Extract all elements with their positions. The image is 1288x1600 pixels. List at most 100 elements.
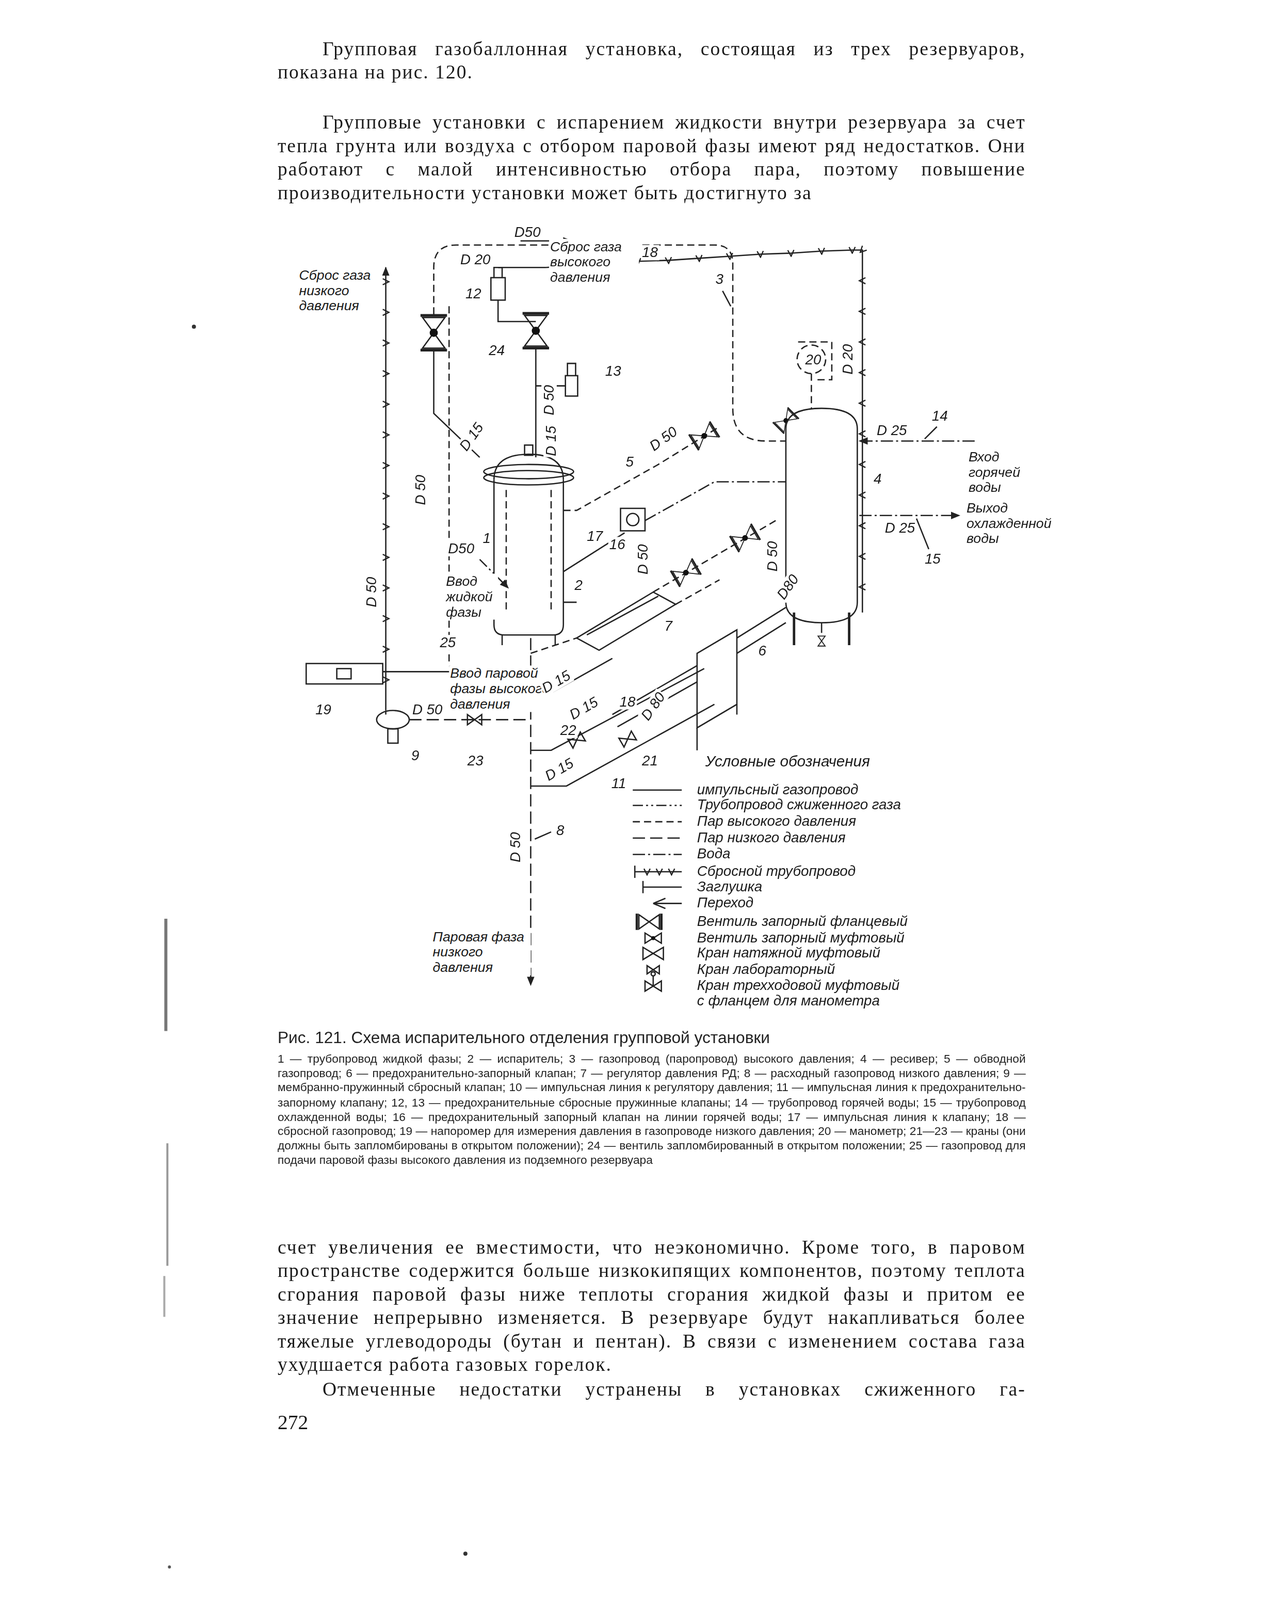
callout-number: 7 [663,618,674,635]
pipe-line [433,347,625,588]
scan-artifact [167,1565,171,1569]
callout-number: 20 [804,351,823,368]
legend-text: Сбросной трубопровод [697,863,856,879]
dimension-label: D 50 [363,575,380,608]
shutoff-valve-box [626,513,639,526]
evaporator [483,470,574,486]
note-label: Выход охлажденной воды [965,500,1065,546]
legend-text: Трубопровод сжиженного газа [697,797,901,813]
valve-symbol [817,635,826,646]
pressure-regulator [576,591,676,651]
impulse-line [534,831,552,840]
pressure-gauge [797,342,832,409]
pressure-meter [306,663,383,685]
high-pressure-vapour-pipe [433,240,786,674]
callout-number: 25 [438,634,457,651]
legend-symbol [642,946,664,960]
safety-valve [567,363,576,376]
impulse-line [530,704,715,786]
pressure-gauge [797,344,826,374]
legend-symbol [651,936,656,941]
legend-text: Кран натяжной муфтовый [697,944,881,961]
shutoff-valve-6 [612,665,698,728]
callout-number: 12 [464,285,483,302]
shutoff-valve-6 [697,629,737,728]
water-pipe [859,440,975,442]
note-label: Сброс газа высокого давления [549,238,639,285]
legend-symbol [632,790,682,992]
dimension-label: D 50 [764,540,781,573]
water-pipe [645,481,786,521]
dimension-label: D 50 [411,702,444,718]
callout-number: 9 [410,748,421,764]
relief-valve [376,710,410,744]
evaporator [524,444,534,456]
receiver-vessel [785,408,858,623]
dimension-label: D 50 [507,830,524,863]
callout-number: 18 [640,245,659,261]
dimension-label: D 80 [637,688,669,724]
legend-symbol [642,880,644,894]
callout-number: 8 [555,822,566,839]
legend-symbol [632,789,682,792]
pressure-regulator [576,591,676,651]
callout-number: 6 [757,642,768,659]
legend-text: Пар низкого давления [697,829,846,846]
evaporator [506,489,552,613]
high-pressure-vapour-pipe [722,291,731,307]
dimension-label: D 25 [883,520,916,537]
dimension-label: D50 [513,224,542,240]
dimension-label: D 15 [566,693,602,723]
scan-artifact [164,918,168,1032]
legend-symbol [632,836,682,839]
safety-valve [493,267,503,278]
low-pressure-pipe [409,718,531,721]
callout-number: 14 [930,408,949,424]
legend-symbol [638,914,660,929]
callout-number: 24 [487,343,506,359]
callout-number: 17 [585,528,604,545]
legend-symbol [632,820,682,823]
high-pressure-vapour-pipe [530,637,577,654]
water-pipe [645,426,975,550]
callout-number: 2 [573,577,584,593]
water-pipe [916,518,929,550]
evaporator [493,454,563,480]
callout-number: 18 [618,694,637,710]
legend-symbol [653,897,682,909]
legend-symbol [632,804,682,807]
callout-number: 19 [314,702,333,718]
shutoff-valve-box [620,508,646,531]
pressure-gauge [798,342,832,409]
relief-valve [388,728,399,744]
relief-valve [384,710,387,715]
callout-number: 22 [559,722,578,738]
receiver-vessel [785,408,858,646]
callout-number: 13 [604,363,623,379]
body-text: Групповые установки с испарением жидкост… [277,110,1026,205]
callout-number: 23 [466,753,485,769]
callout-number: 15 [923,551,942,567]
water-pipe [859,514,960,517]
body-text: счет увеличения ее вместимости, что неэк… [277,1234,1026,1376]
legend-symbol [634,865,636,878]
discharge-pipe [545,250,863,613]
discharge-pipe [497,266,546,269]
legend-symbol [645,932,662,944]
pressure-meter [306,663,383,685]
legend-symbol [642,886,682,888]
callout-number: 3 [714,271,724,287]
valve-symbol [670,558,702,587]
valve-symbol [729,523,761,553]
legend-heading: Условные обозначения [704,753,872,770]
valve-symbol [420,315,447,350]
scan-artifact [163,1275,166,1317]
water-pipe [924,426,938,440]
legend-symbol [659,913,663,930]
callout-number: 1 [481,530,492,546]
legend-text: Вентиль запорный муфтовый [697,929,905,946]
callout-number: 5 [624,454,635,470]
relief-valve [376,710,410,730]
caption-key: 1 — трубопровод жидкой фазы; 2 — испарит… [277,1051,1026,1168]
